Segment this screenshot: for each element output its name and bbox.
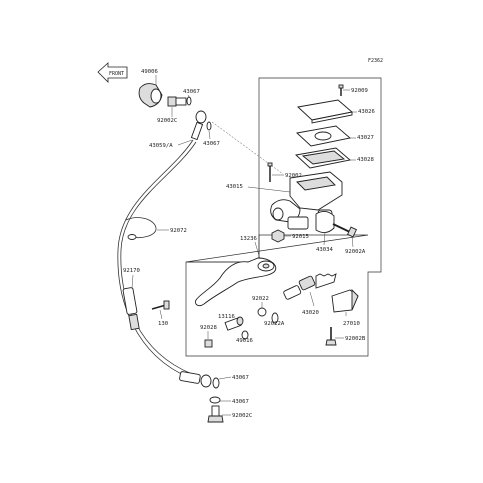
oring-92022a-icon bbox=[271, 312, 279, 324]
callout-43028: 43028 bbox=[357, 157, 374, 163]
banjo-bolt-icon bbox=[167, 96, 192, 107]
callout-49016: 49016 bbox=[236, 338, 253, 344]
part-49016-icon bbox=[241, 330, 249, 340]
figure-code: F2362 bbox=[368, 58, 383, 64]
bolt-92002b-icon bbox=[325, 327, 337, 346]
washer-92022-icon bbox=[257, 307, 267, 317]
callout-43067-low: 43067 bbox=[232, 375, 249, 381]
callout-92170: 92170 bbox=[123, 268, 140, 274]
callout-43015: 43015 bbox=[226, 184, 243, 190]
callout-43034: 43034 bbox=[316, 247, 333, 253]
callout-92022a: 92022A bbox=[264, 321, 285, 327]
callout-43027: 43027 bbox=[357, 135, 374, 141]
boot-27010-icon bbox=[331, 288, 359, 313]
callout-92002c-top: 92002C bbox=[157, 118, 177, 124]
callout-13116: 13116 bbox=[218, 314, 235, 320]
part-49006-icon bbox=[138, 83, 163, 108]
front-arrow: FRONT bbox=[97, 62, 128, 83]
callout-130: 130 bbox=[158, 321, 168, 327]
diaphragm-icon bbox=[295, 147, 351, 169]
callout-92002b: 92002B bbox=[345, 336, 366, 342]
nut-92015-icon bbox=[271, 229, 285, 243]
callout-92022: 92022 bbox=[252, 296, 269, 302]
callout-49006: 49006 bbox=[141, 69, 158, 75]
washer-low-icon bbox=[209, 396, 221, 404]
pivot-13116-icon bbox=[224, 316, 244, 331]
brake-hose bbox=[117, 139, 194, 379]
washer-icon bbox=[206, 121, 212, 131]
callout-43067-bottom: 43067 bbox=[232, 399, 249, 405]
piston-kit-43020-icon bbox=[283, 273, 337, 300]
screw-130-icon bbox=[151, 300, 170, 310]
brake-switch-icon bbox=[122, 287, 140, 331]
callout-43059a: 43059/A bbox=[149, 143, 173, 149]
callout-92072: 92072 bbox=[170, 228, 187, 234]
bolt-92002a-icon bbox=[332, 223, 358, 238]
hose-fitting-icon bbox=[190, 110, 207, 141]
callout-92002: 92002 bbox=[285, 173, 302, 179]
screw-92009-icon bbox=[338, 84, 344, 96]
part-92028-icon bbox=[204, 339, 213, 348]
assembly-frame-inner bbox=[185, 234, 369, 263]
callout-92028: 92028 bbox=[200, 325, 217, 331]
callout-43020: 43020 bbox=[302, 310, 319, 316]
callout-27010: 27010 bbox=[343, 321, 360, 327]
brake-lever-icon bbox=[195, 257, 277, 307]
callout-92002a: 92002A bbox=[345, 249, 366, 255]
diaphragm-plate-icon bbox=[296, 125, 351, 147]
screw-92002-icon bbox=[267, 162, 273, 182]
callout-92015: 92015 bbox=[292, 234, 309, 240]
callout-43026: 43026 bbox=[358, 109, 375, 115]
callout-43067-top: 43067 bbox=[183, 89, 200, 95]
front-label: FRONT bbox=[109, 71, 124, 77]
hose-clamp-92072-icon bbox=[125, 217, 157, 240]
callout-43067-mid: 43067 bbox=[203, 141, 220, 147]
lower-hose-fitting-icon bbox=[179, 371, 220, 389]
callout-13236: 13236 bbox=[240, 236, 257, 242]
callout-92009: 92009 bbox=[351, 88, 368, 94]
banjo-bolt-bottom-icon bbox=[207, 405, 224, 423]
clamp-43034-icon bbox=[315, 211, 335, 233]
callout-92002c-bottom: 92002C bbox=[232, 413, 252, 419]
